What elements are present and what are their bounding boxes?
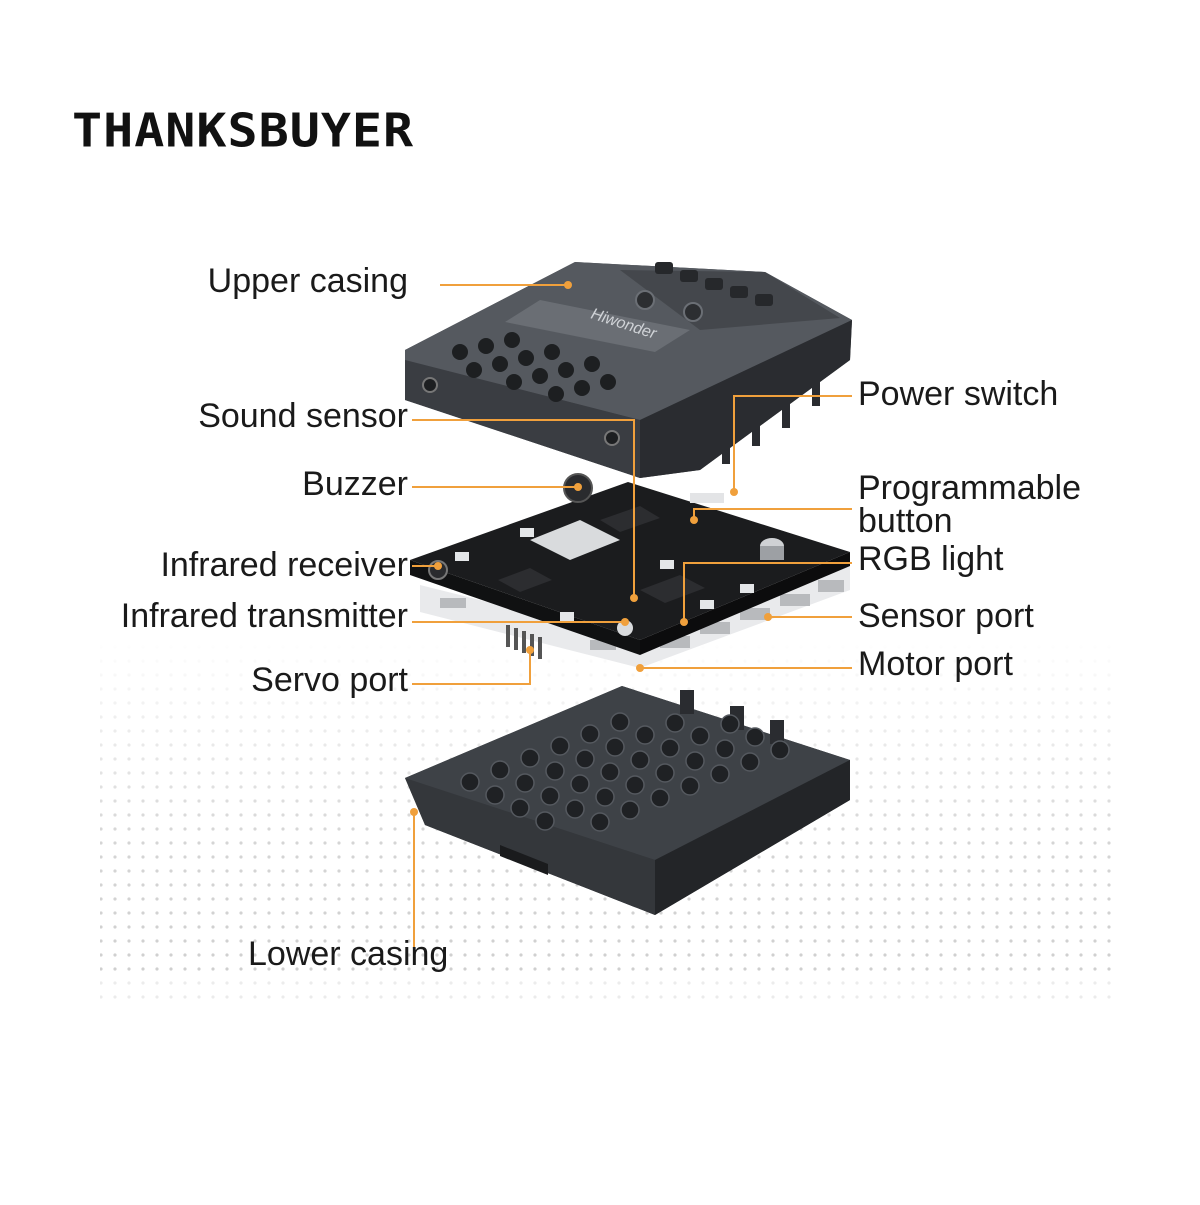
- label-sensor-port: Sensor port: [858, 597, 1034, 635]
- upper-casing-part: Hiwonder: [405, 262, 852, 478]
- leader-dot-sensor-port: [764, 613, 772, 621]
- leader-dot-lower-casing: [410, 808, 418, 816]
- leader-dot-power-switch: [730, 488, 738, 496]
- label-infrared-receiver: Infrared receiver: [160, 546, 408, 584]
- leader-dot-sound-sensor: [630, 594, 638, 602]
- label-infrared-transmitter: Infrared transmitter: [120, 597, 408, 635]
- leader-sound-sensor: [412, 419, 635, 598]
- label-sound-sensor: Sound sensor: [198, 397, 408, 435]
- leader-lines: [410, 281, 852, 955]
- label-programmable-button: Programmable button: [858, 469, 1081, 540]
- peg-grid: [460, 712, 790, 832]
- leader-dot-programmable-button: [690, 516, 698, 524]
- lower-casing-part: [405, 686, 850, 915]
- leader-dot-buzzer: [574, 483, 582, 491]
- leader-dot-rgb-light: [680, 618, 688, 626]
- leader-rgb-light: [683, 562, 852, 622]
- leader-dot-motor-port: [636, 664, 644, 672]
- leader-dot-upper-casing: [564, 281, 572, 289]
- label-lower-casing: Lower casing: [248, 935, 449, 973]
- brand-logo-text: THANKSBUYER: [72, 104, 415, 158]
- label-upper-casing: Upper casing: [207, 262, 408, 300]
- label-rgb-light: RGB light: [858, 540, 1004, 578]
- label-servo-port: Servo port: [251, 661, 408, 699]
- circuit-board-part: [410, 473, 850, 668]
- leader-dot-infrared-transmitter: [621, 618, 629, 626]
- label-power-switch: Power switch: [858, 375, 1059, 413]
- label-motor-port: Motor port: [858, 645, 1013, 683]
- label-buzzer: Buzzer: [302, 465, 408, 503]
- leader-power-switch: [733, 395, 852, 492]
- leader-dot-servo-port: [526, 646, 534, 654]
- leader-servo-port: [412, 650, 531, 685]
- leader-dot-infrared-receiver: [434, 562, 442, 570]
